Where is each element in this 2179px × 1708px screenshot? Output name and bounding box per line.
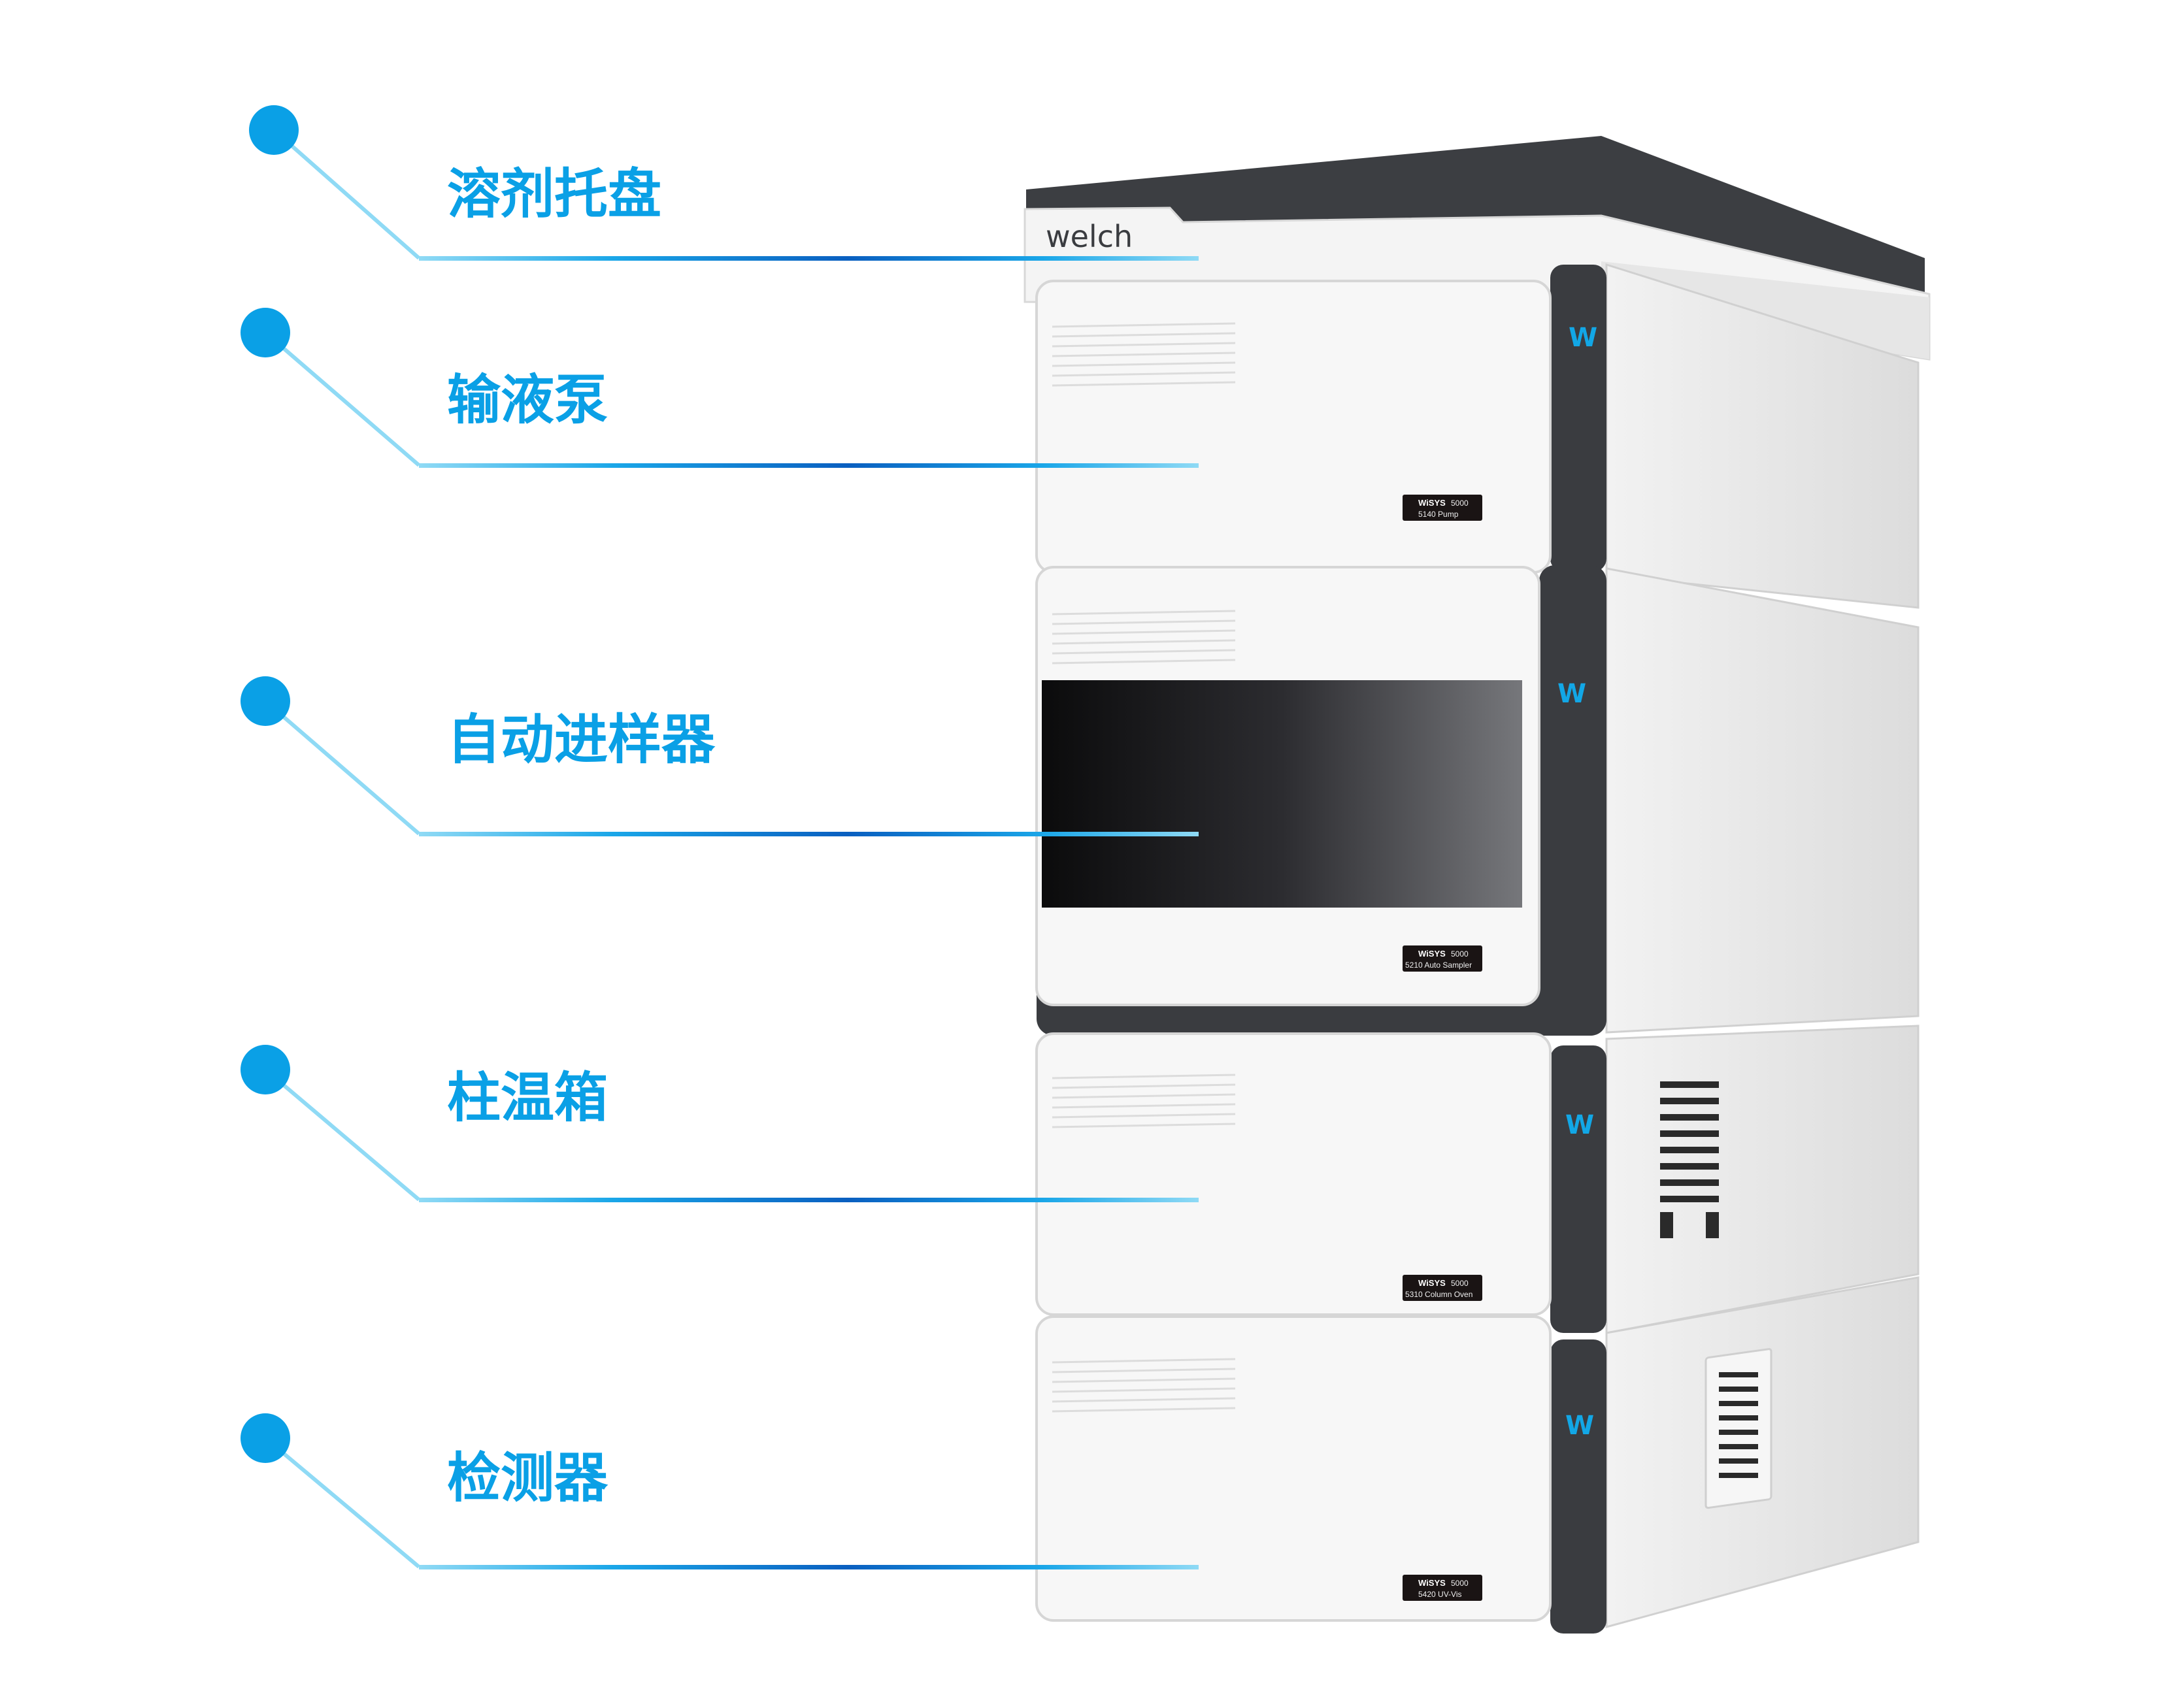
detector-module: W WiSYS 5000 5420 UV-Vis: [1035, 1276, 1920, 1634]
callout-dot: [241, 1413, 290, 1463]
callout-label: 检测器: [447, 1447, 608, 1509]
detector-badge-model: 5420 UV-Vis: [1418, 1590, 1462, 1599]
pump-badge-brand: WiSYS: [1418, 498, 1446, 508]
autosampler-badge: [1403, 945, 1482, 972]
autosampler-module: W WiSYS 5000 5210 Auto Sampler: [1035, 565, 1920, 1036]
w-logo-icon: W: [1565, 1110, 1594, 1140]
w-logo-icon: W: [1565, 1411, 1594, 1441]
column-oven-badge-series: 5000: [1451, 1279, 1469, 1288]
callout-detector: 检测器: [241, 1413, 1199, 1569]
callout-autosampler: 自动进样器: [241, 676, 1199, 836]
pump-badge: [1403, 495, 1482, 521]
callout-label: 柱温箱: [447, 1067, 608, 1129]
callout-dot: [241, 676, 290, 726]
pump-badge-series: 5000: [1451, 499, 1469, 508]
autosampler-badge-brand: WiSYS: [1418, 949, 1446, 959]
callout-label: 自动进样器: [447, 709, 716, 771]
column-oven-badge: [1403, 1275, 1482, 1301]
vent-grille: [1660, 1081, 1719, 1238]
autosampler-badge-series: 5000: [1451, 949, 1469, 959]
vent-grille: [1719, 1372, 1758, 1478]
callout-label: 输液泵: [447, 369, 608, 431]
pump-badge-model: 5140 Pump: [1418, 510, 1459, 519]
callout-dot: [249, 105, 299, 155]
callout-column-oven: 柱温箱: [241, 1045, 1199, 1202]
column-oven-module: W WiSYS 5000 5310 Column Oven: [1035, 1025, 1920, 1334]
callout-dot: [241, 1045, 290, 1094]
w-logo-icon: W: [1557, 679, 1586, 709]
hplc-instrument: welch W WiSYS 5000 5140 Pump W WiSYS 500…: [1023, 136, 1931, 1634]
welch-logo: welch: [1046, 219, 1133, 254]
autosampler-window: [1042, 680, 1522, 908]
callout-pump: 输液泵: [241, 308, 1199, 468]
autosampler-badge-model: 5210 Auto Sampler: [1405, 961, 1472, 970]
column-oven-badge-model: 5310 Column Oven: [1405, 1290, 1472, 1299]
callout-label: 溶剂托盘: [447, 163, 661, 225]
detector-badge-brand: WiSYS: [1418, 1578, 1446, 1588]
callout-dot: [241, 308, 290, 357]
detector-badge: [1403, 1575, 1482, 1601]
detector-badge-series: 5000: [1451, 1579, 1469, 1588]
w-logo-icon: W: [1569, 323, 1597, 353]
pump-module: W WiSYS 5000 5140 Pump: [1035, 263, 1920, 609]
column-oven-badge-brand: WiSYS: [1418, 1278, 1446, 1288]
callout-solvent-tray: 溶剂托盘: [249, 105, 1199, 261]
